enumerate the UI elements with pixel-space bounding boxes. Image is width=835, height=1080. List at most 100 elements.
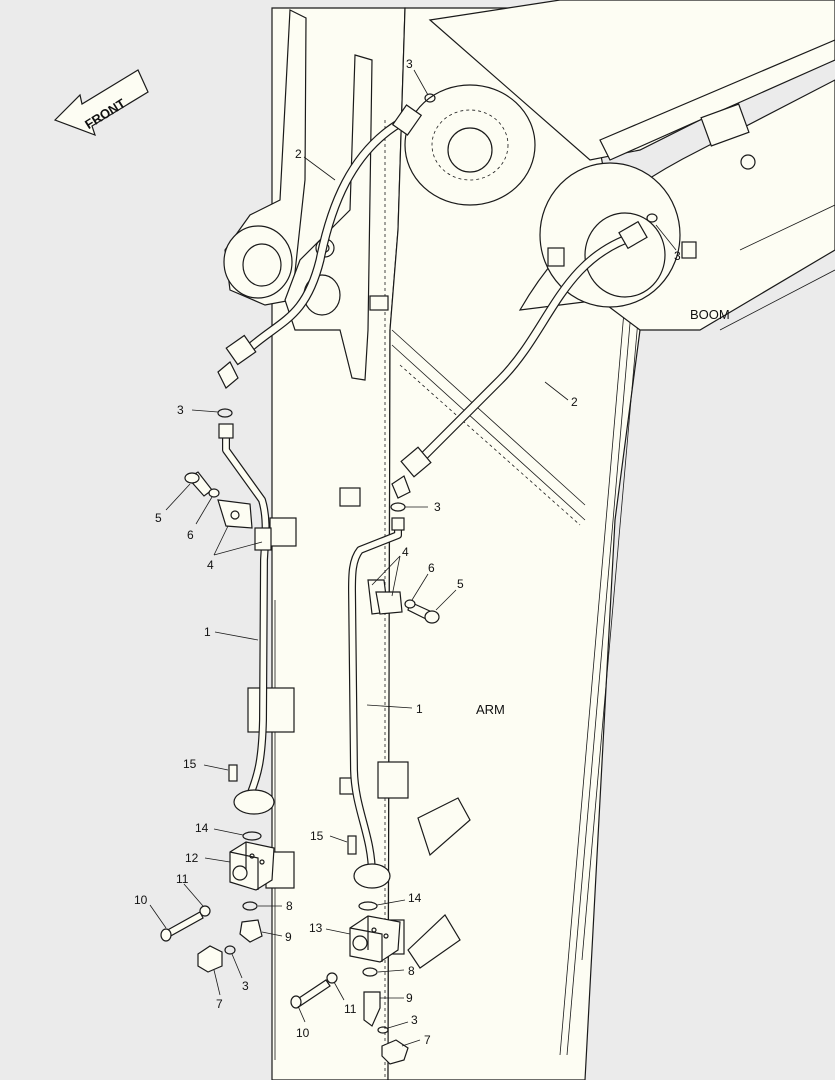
- callout-6: 6: [187, 528, 194, 542]
- pipe-flange-right: [353, 863, 391, 889]
- boom-edge: [739, 204, 835, 251]
- callout-15: 15: [310, 829, 324, 843]
- callout-3: 3: [674, 249, 681, 263]
- callout-3: 3: [177, 403, 184, 417]
- callout-11: 11: [344, 1002, 357, 1016]
- o-ring-14-left: [242, 831, 262, 841]
- o-ring-8-right: [362, 967, 378, 977]
- callout-11: 11: [176, 872, 189, 886]
- callout-5: 5: [457, 577, 464, 591]
- callout-3: 3: [242, 979, 249, 993]
- elbow-9-left: [239, 919, 263, 943]
- front-arrow-shape: [53, 69, 149, 137]
- bolt-5-left-head: [184, 472, 200, 484]
- callout-10: 10: [134, 893, 148, 907]
- block-12-hole: [249, 853, 255, 859]
- clamp-band: [254, 527, 272, 551]
- arm-label: ARM: [476, 702, 505, 717]
- o-ring-3: [646, 213, 658, 223]
- upper-pivot: [404, 84, 536, 206]
- washer-6-right: [404, 599, 416, 609]
- cap-7-right: [381, 1039, 409, 1065]
- bolt-10-right-head: [290, 995, 302, 1009]
- arm-edge-line: [581, 319, 639, 961]
- block-12-port: [232, 865, 248, 881]
- bolt-15-right: [347, 835, 357, 855]
- clamp-right-2: [375, 591, 403, 615]
- hose-fitting: [225, 334, 257, 366]
- clamp-hole: [230, 510, 240, 520]
- boom-cross-bar: [599, 39, 835, 161]
- hoses: [217, 104, 648, 499]
- block-12: [229, 841, 275, 891]
- washer-11-right: [326, 972, 338, 984]
- block-13-face: [349, 916, 383, 962]
- clamp-block-upper: [339, 487, 361, 507]
- callout-1: 1: [204, 625, 211, 639]
- arm-rib: [391, 329, 586, 506]
- hose-elbow: [391, 475, 411, 499]
- hose-fitting: [391, 104, 423, 136]
- hose-left-inner: [241, 116, 409, 356]
- arm-brackets: [247, 487, 471, 969]
- arm-edge-line: [559, 299, 626, 1056]
- callout-8: 8: [408, 964, 415, 978]
- pipe-right-inner: [349, 522, 401, 878]
- fitting-9-right: [363, 991, 381, 1027]
- boom-edge: [719, 269, 835, 331]
- o-ring-14-right: [358, 901, 378, 911]
- callout-1: 1: [416, 702, 423, 716]
- callout-4: 4: [402, 545, 409, 559]
- cap-7-left: [197, 945, 223, 973]
- callout-7: 7: [424, 1033, 431, 1047]
- callout-9: 9: [406, 991, 413, 1005]
- boom-structure: [404, 0, 835, 331]
- o-ring-3: [217, 408, 233, 418]
- link-eye-left-hole: [242, 243, 282, 287]
- block-13-hole: [371, 927, 377, 933]
- block-13-port: [352, 935, 368, 951]
- arm-rib: [391, 344, 586, 521]
- callout-5: 5: [155, 511, 162, 525]
- rib-plate: [407, 914, 461, 969]
- callout-15: 15: [183, 757, 197, 771]
- clamp-block-mid: [247, 687, 295, 733]
- pipe-fitting: [218, 423, 234, 439]
- hose-fitting: [618, 220, 648, 250]
- pipe-flange-left: [233, 789, 275, 815]
- o-ring-3: [224, 945, 236, 955]
- boom-pad: [681, 241, 697, 259]
- pipe-fitting: [391, 517, 405, 531]
- callout-6: 6: [428, 561, 435, 575]
- callout-13: 13: [309, 921, 323, 935]
- callout-12: 12: [185, 851, 199, 865]
- clamp-left: [217, 499, 253, 529]
- clamp-block-right: [377, 761, 409, 799]
- arm-edge-line: [566, 299, 633, 1056]
- callout-3: 3: [406, 57, 413, 71]
- callout-2: 2: [571, 395, 578, 409]
- callout-10: 10: [296, 1026, 310, 1040]
- small-bracket: [369, 295, 389, 311]
- callouts: 3 2 3 3 2 5 6 4 3 4 6 5 1 1 15 14: [134, 57, 681, 1047]
- upper-pivot-hole-inner: [447, 127, 493, 173]
- callout-9: 9: [285, 930, 292, 944]
- washer-6-left: [208, 488, 220, 498]
- block-13-hole: [383, 933, 389, 939]
- bolt-15-left: [228, 764, 238, 782]
- callout-7: 7: [216, 997, 223, 1011]
- callout-3: 3: [411, 1013, 418, 1027]
- boom-label: BOOM: [690, 307, 730, 322]
- o-ring-3: [377, 1026, 389, 1034]
- o-ring-3: [424, 93, 436, 103]
- callout-14: 14: [408, 891, 422, 905]
- front-arrow: FRONT: [53, 69, 149, 137]
- callout-3: 3: [434, 500, 441, 514]
- pipes: [218, 423, 405, 889]
- blocks: [229, 841, 401, 963]
- hose-elbow: [217, 361, 239, 389]
- clamps: [217, 499, 403, 615]
- callout-14: 14: [195, 821, 209, 835]
- arm-rib: [399, 364, 581, 526]
